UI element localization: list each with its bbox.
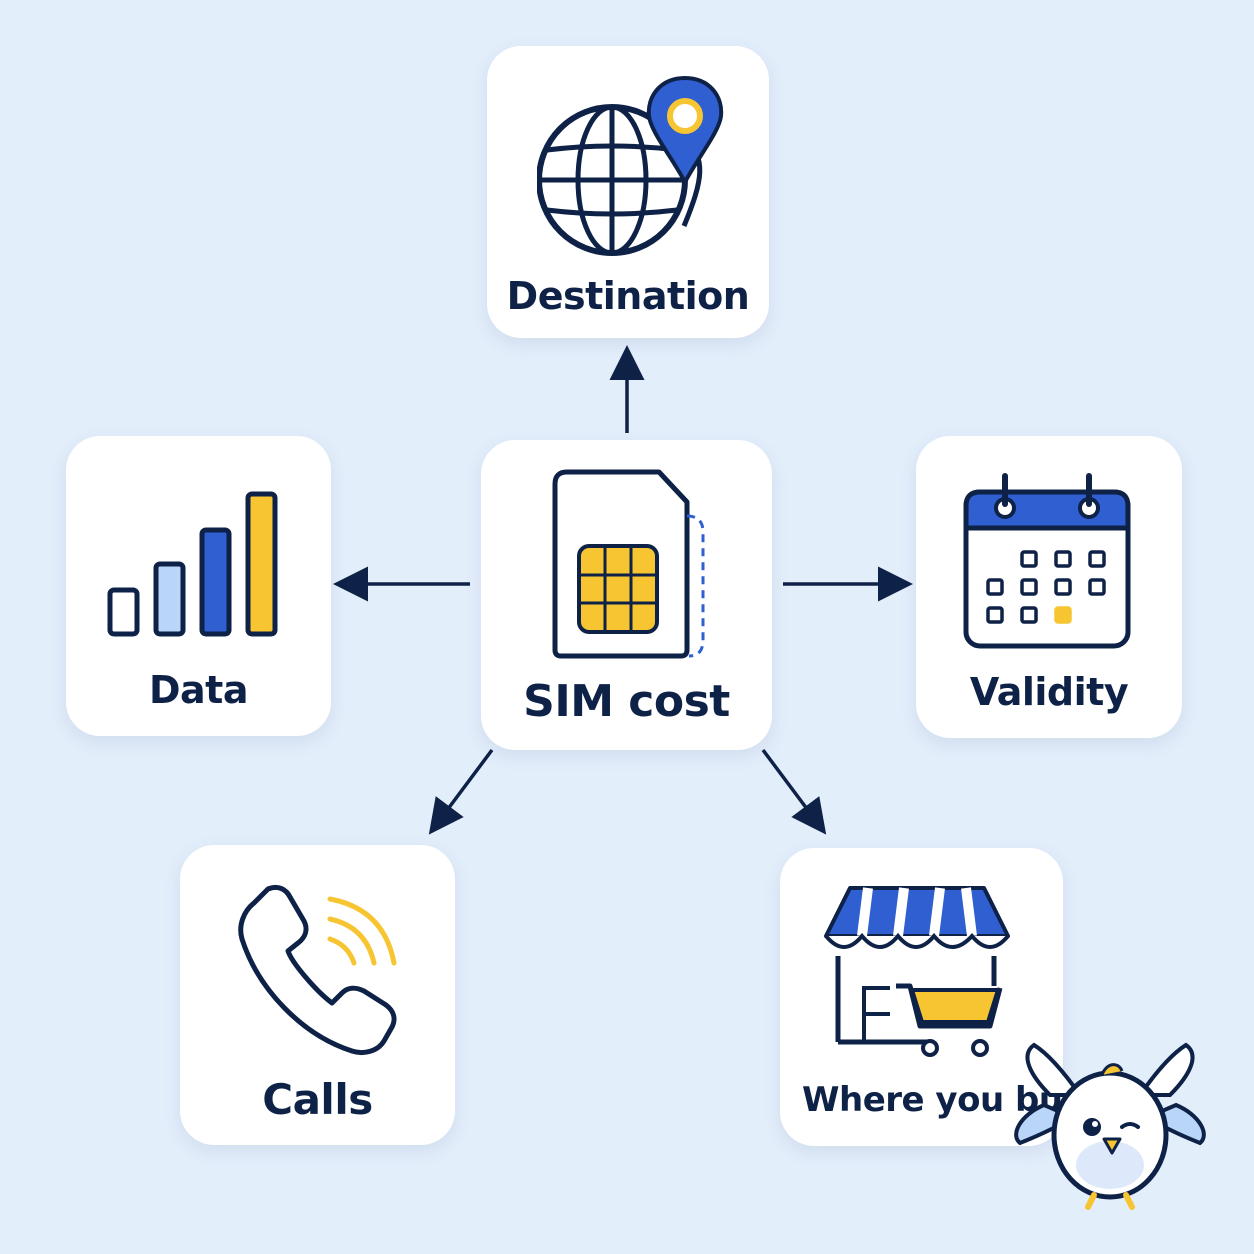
calendar-icon (963, 473, 1131, 649)
node-where-you-buy: Where you buy (780, 848, 1063, 1146)
phone-icon (238, 884, 397, 1056)
node-label: Data (149, 668, 249, 712)
signal-bars-icon (107, 491, 278, 637)
shop-cart-icon (824, 886, 1010, 1057)
node-data: Data (66, 436, 331, 736)
node-label: Validity (969, 670, 1129, 714)
node-label: Destination (506, 274, 750, 318)
node-calls: Calls (180, 845, 455, 1145)
center-label: SIM cost (523, 676, 730, 727)
node-label: Calls (262, 1075, 373, 1124)
node-destination: Destination (487, 46, 769, 338)
center-node-sim-cost: SIM cost (481, 440, 772, 750)
arrow-to-where-you-buy (761, 748, 827, 835)
node-label: Where you buy (802, 1080, 1063, 1120)
bird-mascot-icon (1014, 1042, 1206, 1210)
node-validity: Validity (916, 436, 1182, 738)
arrow-to-calls (428, 748, 494, 835)
sim-card-icon (552, 469, 705, 659)
globe-location-pin-icon (537, 75, 724, 256)
